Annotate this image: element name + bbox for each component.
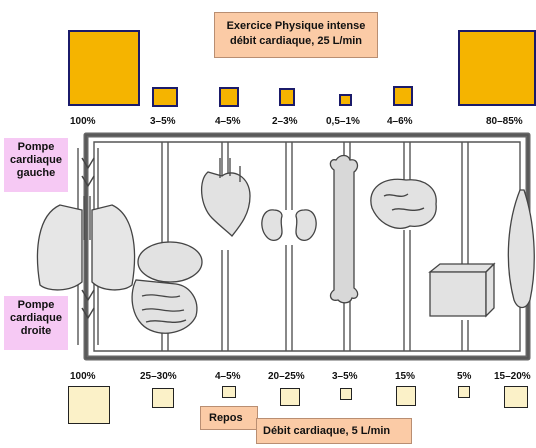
rest-pct-muscle: 15–20% [494, 371, 531, 382]
kidneys-illustration [262, 210, 316, 241]
heart-illustration [202, 158, 250, 236]
rest-pct-kidneys: 20–25% [268, 371, 305, 382]
rest-box-kidneys [280, 388, 300, 406]
rest-box-skin [458, 386, 470, 398]
rest-pct-skin: 5% [457, 371, 471, 382]
skin-illustration [430, 264, 494, 316]
rest-box-total [68, 386, 110, 424]
rest-pct-heart: 4–5% [215, 371, 241, 382]
bone-illustration [330, 156, 357, 303]
rest-pct-digestive: 25–30% [140, 371, 177, 382]
right-pump-label: Pompe cardiaque droite [4, 296, 68, 350]
rest-pct-bone: 3–5% [332, 371, 358, 382]
rest-box-brain [396, 386, 416, 406]
rest-box-bone [340, 388, 352, 400]
rest-box-digestive [152, 388, 174, 408]
branch-skin [462, 142, 468, 351]
rest-label: Repos [200, 406, 258, 430]
rest-pct-total: 100% [70, 371, 96, 382]
digestive-illustration [132, 242, 202, 333]
rest-cardiac-output: Débit cardiaque, 5 L/min [256, 418, 412, 444]
branch-kidneys [286, 142, 292, 351]
rest-box-heart [222, 386, 236, 398]
branch-brain [404, 142, 410, 351]
rest-box-muscle [504, 386, 528, 408]
rest-pct-brain: 15% [395, 371, 415, 382]
brain-illustration [371, 179, 436, 228]
left-pump-label: Pompe cardiaque gauche [4, 138, 68, 192]
